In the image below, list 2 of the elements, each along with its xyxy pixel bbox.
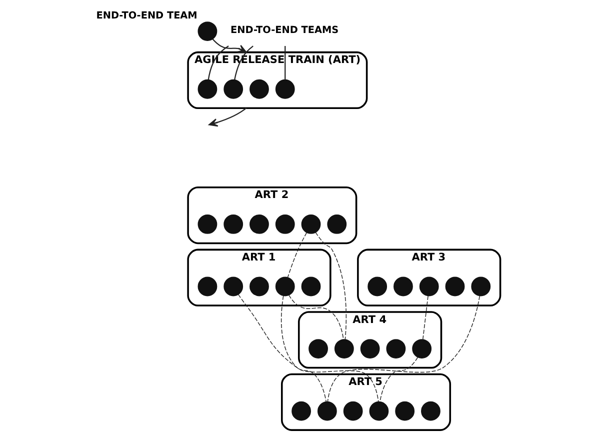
node-text: END-TO-END TEAMS: [230, 24, 339, 36]
node-label: END-TO-END TEAM: [96, 10, 198, 22]
